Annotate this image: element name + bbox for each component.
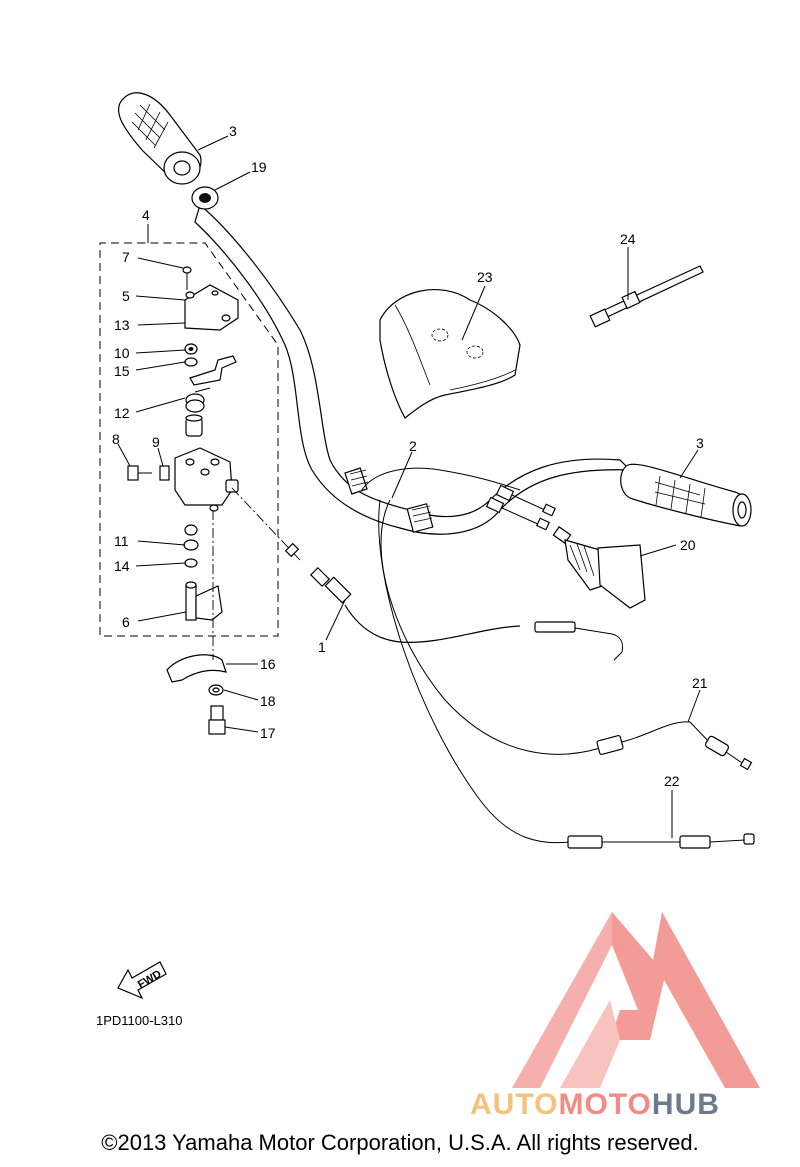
cable-boot (552, 526, 646, 609)
housing-cover-5 (184, 284, 239, 331)
label-14: 14 (114, 558, 130, 574)
left-grip (117, 92, 202, 185)
label-22: 22 (664, 773, 680, 789)
nut-9 (159, 465, 170, 481)
label-7: 7 (122, 249, 130, 265)
label-4: 4 (142, 207, 150, 223)
label-21: 21 (692, 675, 708, 691)
copyright-notice: ©2013 Yamaha Motor Corporation, U.S.A. A… (101, 1130, 699, 1155)
label-17: 17 (260, 725, 276, 741)
watermark-logo (512, 912, 760, 1088)
handlebar-cover (379, 289, 521, 419)
label-19: 19 (251, 159, 267, 175)
drawing-code: 1PD1100-L310 (96, 1013, 183, 1028)
bolt-17 (208, 705, 226, 735)
label-2: 2 (409, 438, 417, 454)
cable-21 (361, 467, 753, 771)
label-13: 13 (114, 317, 130, 333)
bracket-15 (189, 355, 237, 386)
label-8: 8 (112, 431, 120, 447)
label-3-right: 3 (696, 435, 704, 451)
label-15: 15 (114, 363, 130, 379)
clamp-16 (166, 654, 227, 683)
part-labels: 1 2 3 3 4 5 6 7 8 9 10 11 12 13 14 15 16… (112, 123, 708, 789)
bolt-8 (127, 465, 152, 481)
brand-part-auto: AUTO (470, 1088, 559, 1121)
washer-11 (183, 524, 199, 551)
washer-15 (184, 357, 198, 367)
knurled-band-right (406, 503, 434, 533)
leader-lines (117, 135, 701, 838)
label-6: 6 (122, 614, 130, 630)
label-5: 5 (122, 288, 130, 304)
brand-part-moto: MOTO (558, 1088, 652, 1121)
label-18: 18 (260, 693, 276, 709)
assembly-outline (99, 242, 279, 637)
label-12: 12 (114, 405, 130, 421)
cable-tie (589, 265, 704, 328)
fwd-label: FWD (136, 968, 164, 991)
guide-12 (185, 414, 203, 437)
label-24: 24 (620, 231, 636, 247)
screw-7 (182, 266, 192, 290)
label-11: 11 (114, 533, 129, 549)
throttle-lever-6 (185, 581, 223, 621)
label-9: 9 (152, 434, 160, 450)
washer-14 (184, 558, 198, 568)
fwd-arrow-icon: FWD (117, 961, 167, 1000)
label-1: 1 (318, 639, 326, 655)
label-23: 23 (477, 269, 493, 285)
cable-ends (485, 484, 557, 531)
knurled-band-left (344, 467, 368, 495)
watermark-brand: AUTOMOTOHUB (470, 1088, 800, 1124)
label-16: 16 (260, 656, 276, 672)
grip-collar (191, 186, 219, 210)
washer-18 (208, 684, 224, 696)
label-3-left: 3 (229, 123, 237, 139)
label-10: 10 (114, 345, 130, 361)
cable-22 (378, 499, 755, 849)
throttle-cable (284, 542, 623, 661)
cable-axis (231, 487, 301, 561)
throttle-housing (174, 447, 239, 512)
spring-12 (185, 387, 211, 413)
brand-part-hub: HUB (651, 1088, 720, 1121)
right-grip (620, 463, 752, 527)
washer-10 (184, 343, 198, 355)
label-20: 20 (680, 537, 696, 553)
